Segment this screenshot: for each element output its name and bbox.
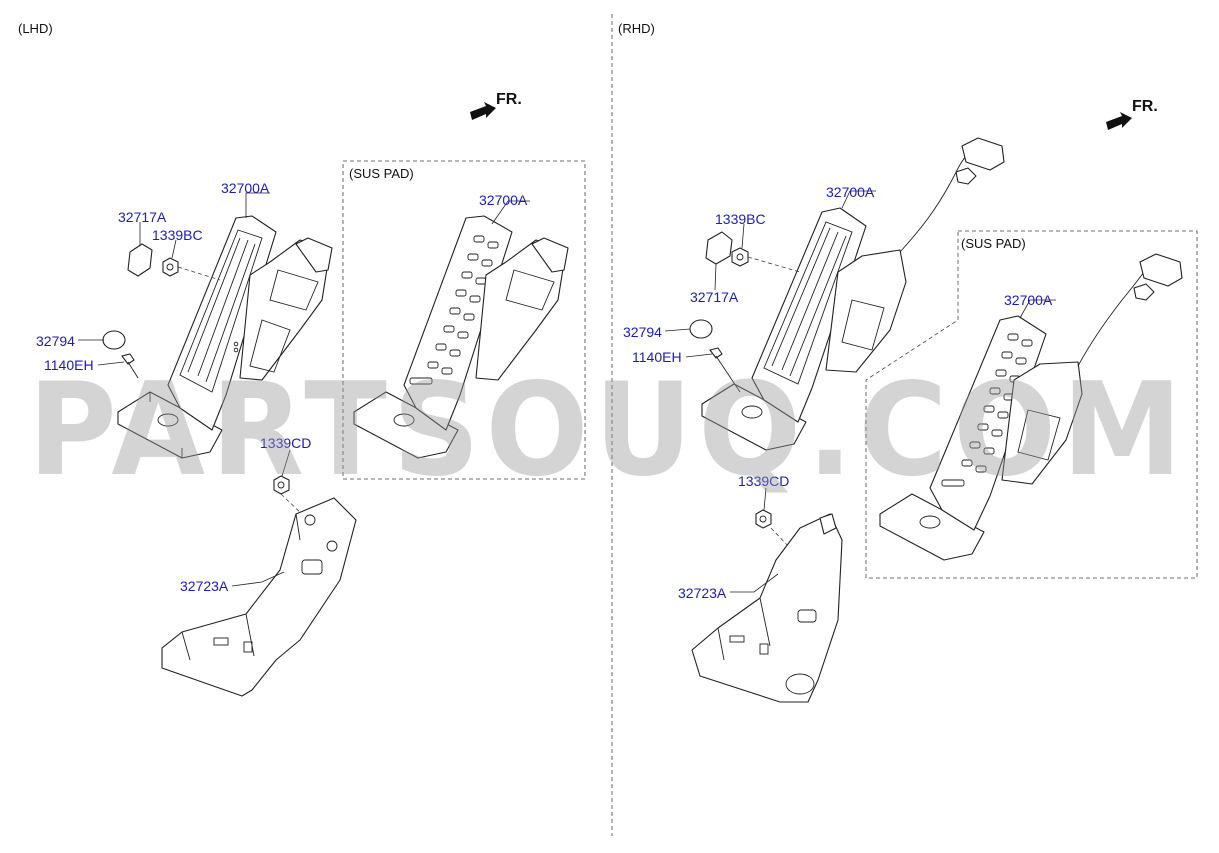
rhd-bracket <box>691 513 843 703</box>
callout-rhd-bolt[interactable]: 1140EH <box>632 349 682 365</box>
rhd-pedal-assembly <box>701 137 1005 451</box>
callout-rhd-nut-cd[interactable]: 1339CD <box>738 473 789 489</box>
lhd-title: (LHD) <box>18 21 53 36</box>
callout-lhd-nut-cd[interactable]: 1339CD <box>260 435 311 451</box>
rhd-title: (RHD) <box>618 21 655 36</box>
lhd-cap <box>127 243 153 277</box>
callout-lhd-pedal[interactable]: 32700A <box>221 180 270 196</box>
lhd-pedal-assembly <box>117 215 333 459</box>
callout-lhd-cap[interactable]: 32717A <box>118 209 167 225</box>
leader-lines <box>78 190 1056 593</box>
lhd-nut-bc <box>162 257 179 277</box>
front-arrow-icon <box>470 102 496 120</box>
rhd-cap <box>705 231 733 265</box>
callout-lhd-stopper[interactable]: 32794 <box>36 333 75 349</box>
callout-rhd-pedal[interactable]: 32700A <box>826 184 875 200</box>
rhd-nut-cd <box>755 509 772 529</box>
callout-rhd-bracket[interactable]: 32723A <box>678 585 727 601</box>
lhd-bolt <box>121 353 139 379</box>
rhd-suspad-label: (SUS PAD) <box>961 236 1026 251</box>
rhd-front-label: FR. <box>1132 98 1158 115</box>
lhd-suspad-label: (SUS PAD) <box>349 166 414 181</box>
rhd-suspad-box <box>865 230 1198 579</box>
lhd-nut-cd <box>273 475 290 495</box>
callout-rhd-suspad-pedal[interactable]: 32700A <box>1004 292 1053 308</box>
callout-lhd-bolt[interactable]: 1140EH <box>44 357 94 373</box>
callout-rhd-stopper[interactable]: 32794 <box>623 324 662 340</box>
callout-lhd-nut-bc[interactable]: 1339BC <box>152 227 203 243</box>
watermark: PARTSOUQ.COM <box>28 356 1188 505</box>
rhd-nut-bc <box>731 247 749 267</box>
callout-lhd-suspad-pedal[interactable]: 32700A <box>479 192 528 208</box>
lhd-suspad-box <box>342 160 586 480</box>
callout-rhd-nut-bc[interactable]: 1339BC <box>715 211 766 227</box>
lhd-bracket <box>161 497 357 697</box>
rhd-bolt <box>709 347 741 393</box>
front-arrow-icon <box>1106 112 1132 130</box>
lhd-suspad-pedal <box>353 215 569 459</box>
lhd-front-label: FR. <box>496 91 522 108</box>
lhd-stopper <box>102 330 126 350</box>
callout-lhd-bracket[interactable]: 32723A <box>180 578 229 594</box>
rhd-stopper <box>689 319 713 339</box>
rhd-suspad-pedal <box>879 253 1183 561</box>
callout-rhd-cap[interactable]: 32717A <box>690 289 739 305</box>
